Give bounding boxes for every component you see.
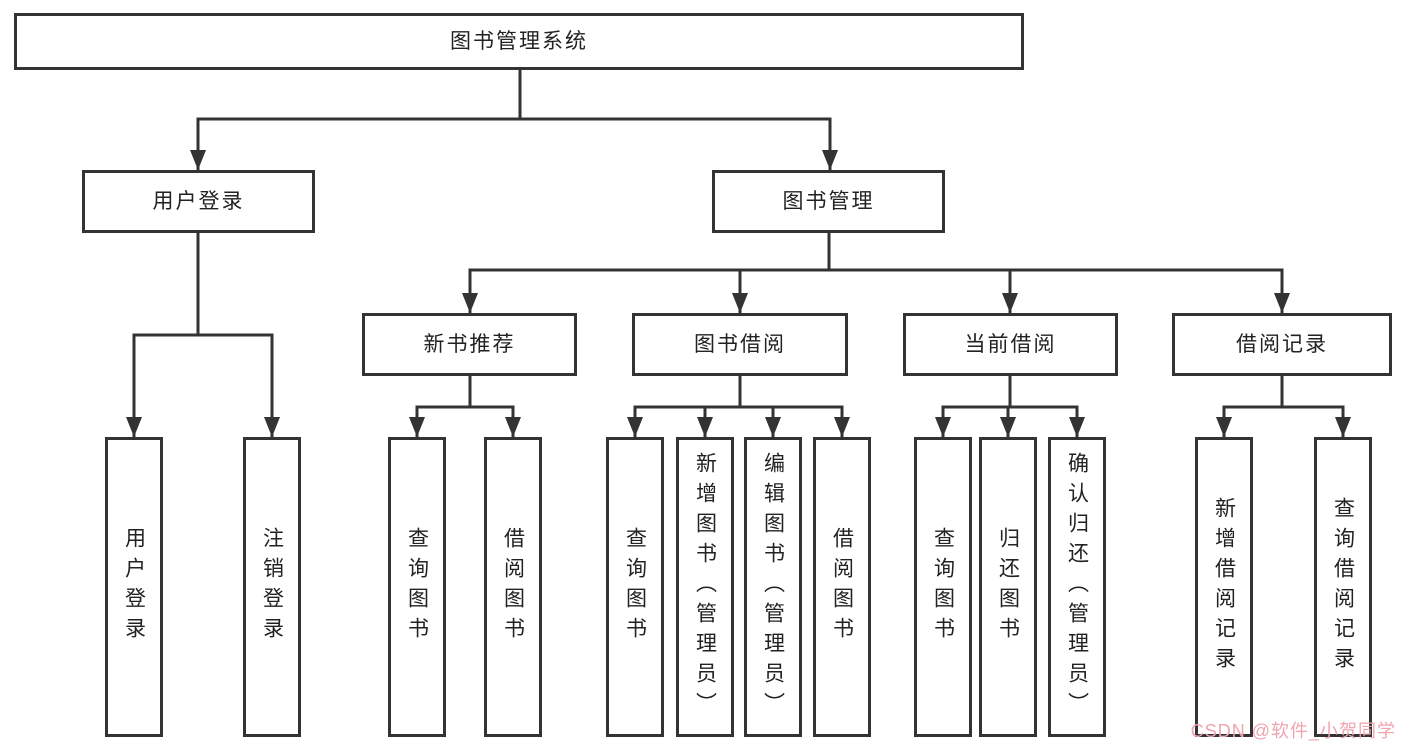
node-label: 借阅图书 (501, 527, 525, 647)
leaf-borrow-books: 借阅图书 (813, 437, 871, 737)
node-label: 查询图书 (405, 527, 429, 647)
leaf-query-books-borrow: 查询图书 (606, 437, 664, 737)
node-new-book-recommend: 新书推荐 (362, 313, 577, 376)
node-label: 用户登录 (122, 527, 146, 647)
leaf-confirm-return-admin: 确认归还（管理员） (1048, 437, 1106, 737)
node-label: 图书管理系统 (450, 30, 588, 53)
leaf-query-books-recommend: 查询图书 (388, 437, 446, 737)
leaf-user-login: 用户登录 (105, 437, 163, 737)
leaf-logout: 注销登录 (243, 437, 301, 737)
leaf-query-borrow-record: 查询借阅记录 (1314, 437, 1372, 737)
leaf-borrow-books-recommend: 借阅图书 (484, 437, 542, 737)
node-label: 查询图书 (623, 527, 647, 647)
node-current-borrow: 当前借阅 (903, 313, 1118, 376)
node-book-management: 图书管理 (712, 170, 945, 233)
node-label: 确认归还（管理员） (1065, 452, 1089, 722)
node-label: 借阅记录 (1236, 333, 1328, 356)
node-label: 新增图书（管理员） (693, 452, 717, 722)
node-label: 新增借阅记录 (1212, 497, 1236, 677)
leaf-edit-book-admin: 编辑图书（管理员） (744, 437, 802, 737)
leaf-query-books-current: 查询图书 (914, 437, 972, 737)
leaf-add-borrow-record: 新增借阅记录 (1195, 437, 1253, 737)
node-label: 归还图书 (996, 527, 1020, 647)
node-borrow-records: 借阅记录 (1172, 313, 1392, 376)
node-label: 图书管理 (782, 190, 875, 213)
node-label: 当前借阅 (964, 333, 1057, 356)
node-label: 注销登录 (260, 527, 284, 647)
node-label: 编辑图书（管理员） (761, 452, 785, 722)
leaf-add-book-admin: 新增图书（管理员） (676, 437, 734, 737)
node-user-login: 用户登录 (82, 170, 315, 233)
csdn-watermark: CSDN @软件_小贺同学 (1190, 721, 1396, 741)
node-label: 查询借阅记录 (1331, 497, 1355, 677)
node-book-borrow: 图书借阅 (632, 313, 848, 376)
node-label: 用户登录 (152, 190, 245, 213)
node-label: 查询图书 (931, 527, 955, 647)
leaf-return-books: 归还图书 (979, 437, 1037, 737)
node-library-management-system: 图书管理系统 (14, 13, 1024, 70)
node-label: 借阅图书 (830, 527, 854, 647)
node-label: 新书推荐 (423, 333, 516, 356)
node-label: 图书借阅 (694, 333, 786, 356)
